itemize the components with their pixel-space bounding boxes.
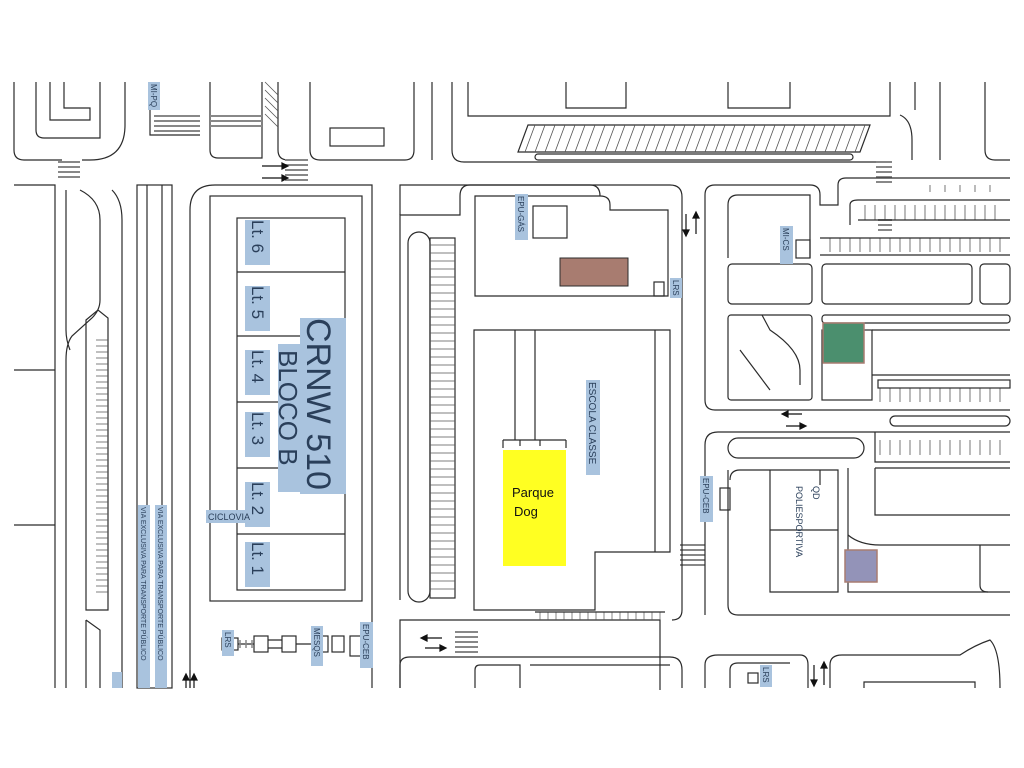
epu-gas-label: EPU-GÁS [516, 196, 525, 232]
road-edge [565, 82, 627, 109]
road-edge [399, 184, 683, 621]
road-edge [13, 82, 62, 161]
road-edge [727, 82, 791, 109]
mi-pq-label: MI-PQ [149, 84, 158, 107]
purple-lot [844, 549, 878, 583]
epu-ceb-label: EPU-CEB [701, 478, 710, 514]
road-edge [399, 619, 661, 690]
parking-strip [517, 124, 871, 153]
road-edge [704, 399, 1010, 411]
epu-ceb-label: EPU-CEB [361, 624, 370, 660]
bus-lane-label: VIA EXCLUSIVA PARA TRANSPORTE PÚBLICO [156, 507, 165, 661]
road-edge [451, 82, 885, 163]
road-edge [399, 656, 683, 688]
lot-label: Lt. 2 [248, 482, 267, 515]
park-label: Dog [514, 504, 538, 519]
road-edge [704, 431, 1010, 615]
lot-label: Lt. 1 [248, 542, 267, 575]
building-outline [49, 82, 91, 121]
road-edge [704, 654, 809, 688]
ciclovia-label: CICLOVIA [208, 512, 250, 522]
mesqs-label: MESQS [312, 628, 321, 657]
road-edge [849, 199, 1010, 225]
road-edge [899, 114, 913, 160]
road-edge [14, 184, 56, 688]
road-edge [85, 309, 109, 611]
parking-row [407, 231, 431, 603]
road-edge [189, 184, 373, 688]
road-edge [467, 82, 891, 117]
green-lot [822, 322, 865, 364]
block-outline [209, 195, 363, 602]
lrs-label: LRS [761, 667, 770, 683]
epu-gas-box [532, 205, 568, 239]
sports-label: QD [811, 486, 821, 500]
road-edge [399, 184, 601, 215]
road-edge [65, 190, 71, 351]
lot-label: Lt. 3 [248, 412, 267, 445]
road-edge [729, 662, 790, 688]
lot-label: Lt. 5 [248, 286, 267, 319]
road-edge [65, 189, 101, 688]
school-label: ESCOLA CLASSE [586, 382, 597, 465]
bus-lane-label: VIA EXCLUSIVA PARA TRANSPORTE PÚBLICO [139, 507, 148, 661]
lot-label: Lt. 4 [248, 350, 267, 383]
brown-lot [559, 257, 629, 287]
lot-label: Lt. 6 [248, 220, 267, 253]
road-edge [111, 189, 123, 688]
building-outline [209, 82, 263, 159]
road-edge [727, 194, 811, 258]
road-edge [984, 82, 1010, 161]
bus-lane [136, 184, 173, 689]
road-edge [14, 369, 55, 526]
road-edge [309, 82, 415, 161]
building-outline [329, 127, 385, 147]
road-edge [277, 82, 300, 161]
block-title: CRNW 510 [299, 318, 337, 490]
road-edge [85, 619, 101, 688]
mi-cs-label: MI-CS [781, 228, 790, 251]
parque-dog-area [503, 450, 566, 566]
road-edge [82, 82, 126, 161]
road-edge [704, 177, 1010, 400]
block-subtitle: BLOCO B [273, 350, 303, 466]
lrs-label: LRS [223, 632, 232, 648]
school-lot [474, 195, 669, 297]
road-edge [35, 82, 101, 139]
school-outline [473, 329, 671, 611]
lrs-label: LRS [671, 280, 680, 296]
sports-label: POLIESPORTIVA [794, 486, 804, 557]
park-label: Parque [512, 485, 554, 500]
block-outline [727, 263, 813, 305]
road-edge [829, 639, 1001, 689]
